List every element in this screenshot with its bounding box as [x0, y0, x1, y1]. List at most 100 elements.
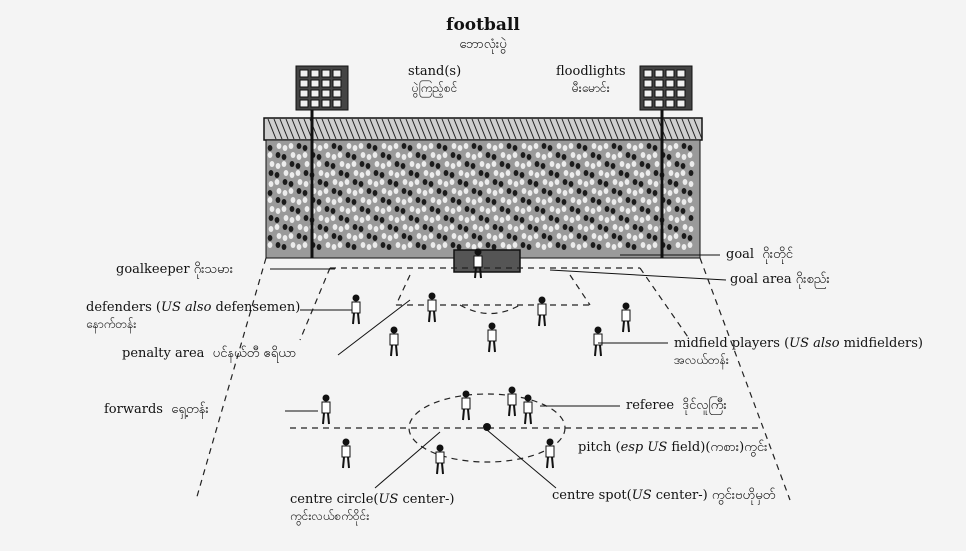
crowd-dot	[624, 224, 630, 230]
crowd-dot	[675, 242, 681, 248]
crowd-dot	[667, 224, 673, 230]
crowd-dot	[570, 152, 576, 158]
crowd-dot	[486, 143, 492, 149]
crowd-dot	[401, 199, 407, 205]
crowd-dot	[533, 226, 539, 232]
crowd-dot	[563, 215, 569, 221]
crowd-dot	[416, 233, 422, 239]
crowd-dot	[645, 208, 651, 214]
crowd-dot	[485, 152, 491, 158]
crowd-dot	[646, 233, 652, 239]
crowd-dot	[638, 226, 644, 232]
crowd-dot	[582, 152, 588, 158]
crowd-dot	[583, 215, 589, 221]
crowd-dot	[442, 197, 448, 203]
crowd-dot	[436, 233, 442, 239]
crowd-dot	[479, 206, 485, 212]
crowd-dot	[402, 179, 408, 185]
crowd-dot	[604, 217, 610, 223]
floodlight-lamp	[332, 89, 342, 98]
crowd-dot	[400, 208, 406, 214]
crowd-dot	[484, 179, 490, 185]
crowd-dot	[289, 161, 295, 167]
crowd-dot	[603, 143, 609, 149]
crowd-dot	[457, 235, 463, 241]
crowd-dot	[281, 161, 287, 167]
crowd-dot	[568, 226, 574, 232]
crowd-dot	[394, 206, 400, 212]
crowd-dot	[666, 244, 672, 250]
crowd-dot	[338, 181, 344, 187]
crowd-dot	[513, 226, 519, 232]
crowd-dot	[554, 179, 560, 185]
crowd-dot	[451, 188, 457, 194]
floodlight-lamp	[643, 69, 653, 78]
crowd-dot	[436, 188, 442, 194]
crowd-dot	[666, 161, 672, 167]
crowd-dot	[337, 197, 343, 203]
crowd-dot	[456, 199, 462, 205]
crowd-dot	[360, 197, 366, 203]
crowd-dot	[379, 217, 385, 223]
crowd-dot	[575, 215, 581, 221]
crowd-dot	[652, 197, 658, 203]
crowd-dot	[374, 206, 380, 212]
crowd-dot	[477, 190, 483, 196]
crowd-dot	[556, 233, 562, 239]
crowd-dot	[463, 233, 469, 239]
crowd-dot	[491, 199, 497, 205]
crowd-dot	[303, 226, 309, 232]
crowd-dot	[415, 197, 421, 203]
crowd-dot	[282, 224, 288, 230]
crowd-dot	[407, 145, 413, 151]
crowd-dot	[512, 152, 518, 158]
crowd-dot	[269, 161, 275, 167]
crowd-dot	[381, 233, 387, 239]
crowd-dot	[589, 172, 595, 178]
crowd-dot	[687, 190, 693, 196]
player-figure	[621, 302, 631, 333]
crowd-dot	[485, 197, 491, 203]
crowd-dot	[408, 215, 414, 221]
crowd-dot	[436, 199, 442, 205]
crowd-dot	[505, 170, 511, 176]
crowd-dot	[450, 197, 456, 203]
crowd-dot	[330, 170, 336, 176]
crowd-dot	[380, 242, 386, 248]
crowd-dot	[556, 188, 562, 194]
crowd-dot	[414, 172, 420, 178]
crowd-dot	[352, 145, 358, 151]
crowd-dot	[632, 235, 638, 241]
crowd-dot	[470, 215, 476, 221]
crowd-dot	[456, 161, 462, 167]
crowd-dot	[290, 152, 296, 158]
crowd-dot	[373, 181, 379, 187]
crowd-dot	[639, 206, 645, 212]
crowd-dot	[555, 152, 561, 158]
crowd-dot	[304, 161, 310, 167]
crowd-dot	[618, 170, 624, 176]
crowd-dot	[267, 197, 273, 203]
crowd-dot	[632, 179, 638, 185]
crowd-dot	[317, 190, 323, 196]
crowd-dot	[450, 208, 456, 214]
crowd-dot	[512, 145, 518, 151]
crowd-dot	[387, 145, 393, 151]
crowd-dot	[626, 143, 632, 149]
crowd-dot	[478, 215, 484, 221]
crowd-dot	[540, 170, 546, 176]
crowd-dot	[470, 208, 476, 214]
crowd-dot	[337, 152, 343, 158]
label-pitch: pitch (esp US field)(ကစား)ကွင်း	[578, 440, 768, 455]
crowd-dot	[352, 224, 358, 230]
crowd-dot	[590, 242, 596, 248]
crowd-dot	[639, 161, 645, 167]
stand-roof	[263, 117, 703, 141]
player-figure	[341, 438, 351, 469]
crowd-dot	[387, 235, 393, 241]
crowd-dot	[577, 179, 583, 185]
crowd-dot	[393, 226, 399, 232]
crowd-dot	[408, 226, 414, 232]
label-centre-spot: centre spot(US center-) ကွင်းဗဟိုမှတ်	[552, 488, 776, 503]
